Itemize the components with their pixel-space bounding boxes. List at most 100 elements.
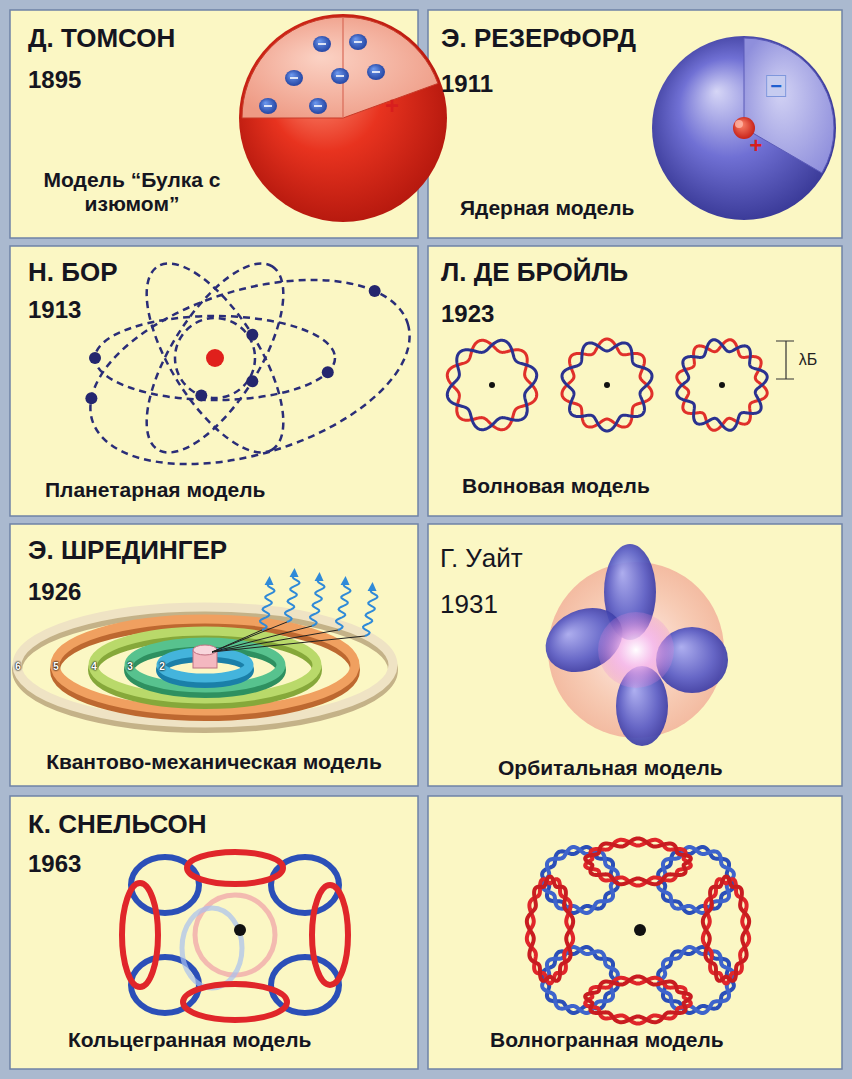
electron — [246, 375, 258, 387]
nucleus — [719, 382, 725, 388]
red-wave-ring — [703, 877, 749, 981]
model-panel: Волногранная модель — [428, 796, 842, 1069]
panel-ground — [428, 796, 842, 1069]
minus-sign — [314, 105, 322, 107]
panel-ground — [10, 796, 418, 1069]
wavelength-bracket — [776, 341, 794, 379]
photon-wave — [260, 584, 274, 630]
nucleus — [489, 382, 495, 388]
energy-level — [17, 607, 393, 723]
minus-sign — [354, 41, 362, 43]
model-caption: Кольцегранная модель — [68, 1028, 311, 1052]
model-caption: Волногранная модель — [490, 1028, 724, 1052]
photon-arrowhead — [341, 576, 350, 585]
year: 1895 — [28, 66, 81, 94]
electron — [259, 98, 277, 114]
electron — [331, 68, 349, 84]
orbital-glow — [598, 612, 674, 688]
photon-arrowhead — [368, 582, 377, 591]
wave-orbit — [677, 340, 767, 430]
year: 1911 — [441, 70, 493, 98]
emission-line — [212, 636, 365, 652]
red-ring — [183, 984, 287, 1020]
red-ring — [312, 885, 348, 985]
model-caption: Планетарная модель — [45, 478, 266, 502]
sphere-cutout — [242, 17, 438, 118]
minus-sign — [372, 71, 380, 73]
panel-ground — [428, 10, 842, 238]
electron — [367, 64, 385, 80]
year: 1913 — [28, 296, 81, 324]
nucleus — [206, 349, 224, 367]
level-number: 6 — [15, 662, 21, 672]
charge-sign: + — [750, 135, 763, 157]
model-panel: Д. ТОМСОН1895Модель “Булка с изюмом” — [10, 10, 418, 238]
electron — [89, 352, 101, 364]
year: 1926 — [28, 578, 81, 606]
panel-ground — [428, 524, 842, 786]
year: 1931 — [440, 590, 498, 620]
photon-arrowhead — [290, 568, 299, 577]
photon-arrowhead — [265, 576, 274, 585]
electron — [369, 285, 381, 297]
orbit — [175, 318, 255, 398]
photon-wave — [310, 580, 324, 626]
model-caption: Орбитальная модель — [498, 756, 723, 780]
level-number: 3 — [127, 662, 133, 672]
orbit — [95, 316, 335, 400]
nucleus-top — [193, 645, 217, 655]
electron — [85, 392, 97, 404]
level-number: 4 — [91, 662, 97, 672]
rutherford-sphere — [652, 36, 836, 220]
electron — [322, 366, 334, 378]
wave-orbit — [447, 340, 536, 429]
nucleus — [634, 924, 646, 936]
emission-line — [212, 626, 312, 652]
electron-ball — [309, 98, 327, 114]
model-caption: Волновая модель — [462, 474, 650, 498]
model-panel: К. СНЕЛЬСОН 1963Кольцегранная модель — [10, 796, 418, 1069]
electron — [246, 329, 258, 341]
charge-sign: − — [766, 75, 786, 97]
electron-ball — [313, 36, 331, 52]
photon-wave — [363, 590, 377, 636]
scientist-name: Л. ДЕ БРОЙЛЬ — [441, 258, 628, 288]
model-panel: Л. ДЕ БРОЙЛЬ 1923Волновая модель — [428, 246, 842, 516]
wave-orbit — [562, 343, 652, 431]
wavelength-label: λБ — [799, 352, 818, 368]
electron-ball — [367, 64, 385, 80]
red-wave-ring — [585, 839, 691, 885]
charge-sign: + — [385, 94, 399, 118]
energy-level — [93, 631, 317, 699]
model-caption: Ядерная модель — [460, 196, 634, 220]
electron-ball — [259, 98, 277, 114]
sphere-cutout — [744, 38, 834, 173]
electron — [195, 390, 207, 402]
photon-wave — [285, 576, 299, 622]
thomson-sphere — [239, 14, 447, 222]
electron — [349, 34, 367, 50]
orbit — [68, 245, 432, 498]
energy-level — [55, 619, 355, 711]
nucleus — [604, 382, 610, 388]
year: 1923 — [441, 300, 494, 328]
electron — [285, 70, 303, 86]
model-panel: Э. РЕЗЕРФОРД1911Ядерная модель — [428, 10, 842, 238]
scientist-name: Н. БОР — [28, 258, 117, 288]
emission-line — [212, 622, 287, 652]
model-panel: Н. БОР 1913Планетарная модель — [10, 246, 418, 516]
energy-level — [129, 642, 281, 688]
scientist-name: К. СНЕЛЬСОН — [28, 810, 207, 840]
orbit — [120, 243, 309, 473]
model-panel: Г. Уайт 1931Орбитальная модель — [428, 524, 842, 786]
red-ring — [187, 852, 283, 884]
model-panel: Э. ШРЕДИНГЕР1926Квантово-механическая мо… — [10, 524, 418, 786]
photon-arrowhead — [315, 572, 324, 581]
year: 1963 — [28, 850, 81, 878]
nucleus-shine — [735, 120, 743, 128]
scientist-name: Г. Уайт — [440, 544, 523, 574]
back-ring — [182, 908, 242, 988]
